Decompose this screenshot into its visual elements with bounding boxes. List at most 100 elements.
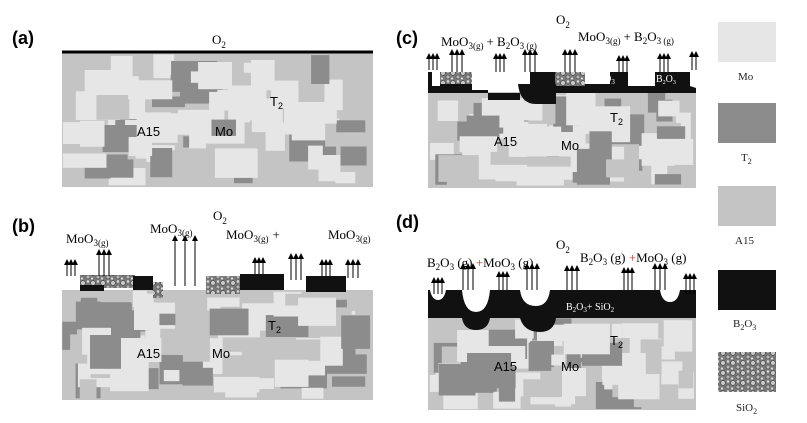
panel-d: (d) O2 B2O3 (g) +MoO3 (g) B2O3 (g) +MoO3… (396, 212, 697, 410)
panel-b-moo3-right-a: MoO3(g)+ (226, 227, 280, 244)
panel-d-mo-label: Mo (561, 359, 579, 374)
panel-b-mo-label: Mo (212, 346, 230, 361)
panel-b-gas-label: O2 (213, 208, 227, 226)
t2-grain (589, 131, 612, 166)
a15-grain (254, 343, 303, 355)
panel-d-t2-label: T2 (610, 333, 623, 350)
t2-grain (265, 315, 309, 337)
t2-grain (80, 297, 98, 314)
panel-d-species-right: B2O3 (g) +MoO3 (g) (580, 250, 686, 267)
t2-grain (332, 376, 366, 387)
panel-c-b2o3-pocket (518, 84, 556, 104)
panel-b-gas-arrows (64, 235, 361, 286)
panel-b-b2o3-island-1 (80, 285, 104, 291)
panel-c-t2-label: T2 (610, 110, 623, 127)
legend-label-a15: A15 (735, 235, 754, 247)
mo-grain (254, 378, 274, 389)
mo-grain (163, 370, 180, 382)
a15-grain (678, 370, 694, 389)
mo-grain (318, 155, 341, 182)
mo-grain (298, 297, 337, 326)
panel-b-moo3-mid: MoO3(g) (150, 221, 192, 238)
t2-grain (209, 308, 249, 336)
legend-swatch-a15 (718, 186, 776, 226)
mo-grain (274, 359, 309, 387)
panel-d-b2o3-sio2-scale (428, 290, 696, 332)
t2-grain (159, 313, 176, 326)
panel-d-gas-label: O2 (556, 237, 570, 255)
t2-grain (528, 342, 552, 371)
a15-grain (606, 159, 637, 178)
mo-grain (127, 96, 146, 118)
mo-grain (228, 85, 267, 121)
mo-grain (516, 164, 564, 186)
panel-b: (b) O2 MoO3(g) MoO3(g) MoO3(g)+ MoO3(g) … (12, 208, 373, 400)
panel-a-microstructure (62, 52, 373, 187)
panel-a: (a) O2 A15 Mo T2 (12, 28, 373, 187)
panel-d-species-left: B2O3 (g) +MoO3 (g) (427, 255, 533, 272)
panel-c-species-left: MoO3(g)+ B2O3 (g) (441, 34, 537, 51)
mo-grain (189, 130, 207, 149)
panel-d-label: (d) (396, 212, 419, 232)
panel-b-microstructure (62, 290, 373, 400)
mo-grain (661, 361, 683, 385)
a15-grain (523, 379, 562, 398)
a15-grain (438, 155, 479, 182)
mo-grain (437, 100, 459, 121)
mo-grain (62, 153, 107, 168)
t2-grain (336, 120, 366, 133)
panel-c-microstructure (428, 92, 696, 188)
mo-grain (308, 360, 325, 376)
mo-grain (546, 354, 566, 366)
mo-grain (115, 338, 162, 362)
t2-grain (654, 174, 682, 185)
panel-a-label: (a) (12, 28, 34, 48)
t2-grain (107, 159, 134, 178)
panel-c-sio2-island-1 (440, 72, 472, 84)
a15-grain (96, 95, 130, 120)
panel-b-b2o3-island-4 (306, 276, 346, 292)
panel-d-microstructure (428, 318, 696, 410)
panel-a-gas-label: O2 (212, 32, 226, 50)
panel-d-a15-label: A15 (494, 359, 517, 374)
panel-b-moo3-right-b: MoO3(g) (328, 227, 370, 244)
t2-grain (466, 115, 500, 140)
legend-swatch-b2o3 (718, 270, 776, 310)
panel-b-sio2-island-1 (80, 275, 135, 288)
panel-b-moo3-left: MoO3(g) (66, 231, 108, 248)
panel-c-label: (c) (396, 28, 418, 48)
a15-grain (173, 163, 191, 178)
mo-grain (557, 156, 589, 169)
mo-grain (243, 62, 264, 73)
panel-c-oxide-label-1: B2O3 (594, 74, 615, 86)
t2-grain (152, 96, 185, 108)
legend: Mo T2 A15 B2O3 SiO2 (718, 22, 776, 416)
t2-grain (95, 302, 132, 325)
mo-grain (618, 374, 660, 400)
panel-c: (c) O2 MoO3(g)+ B2O3 (g) MoO3(g)+ B2O3 (… (396, 12, 699, 188)
mo-grain (198, 62, 232, 90)
mo-grain (335, 172, 356, 184)
panel-a-t2-label: T2 (270, 94, 283, 111)
mo-grain (658, 100, 680, 117)
mo-grain (301, 387, 324, 399)
mo-grain (225, 387, 257, 398)
panel-b-t2-label: T2 (268, 318, 281, 335)
panel-c-a15-label: A15 (494, 134, 517, 149)
t2-grain (311, 55, 330, 84)
mo-grain (562, 368, 586, 397)
panel-a-mo-label: Mo (215, 124, 233, 139)
t2-grain (566, 351, 581, 373)
mo-grain (650, 138, 694, 165)
a15-grain (182, 337, 210, 362)
t2-grain (182, 367, 213, 386)
legend-swatch-mo (718, 22, 776, 62)
legend-swatch-t2 (718, 103, 776, 143)
panel-d-gas-arrows (431, 263, 697, 294)
legend-label-mo: Mo (738, 71, 754, 83)
panel-b-sio2-island-2 (153, 282, 163, 298)
panel-c-gas-label: O2 (556, 12, 570, 30)
mo-grain (153, 54, 175, 79)
a15-grain (527, 156, 571, 167)
mo-grain (291, 102, 337, 124)
